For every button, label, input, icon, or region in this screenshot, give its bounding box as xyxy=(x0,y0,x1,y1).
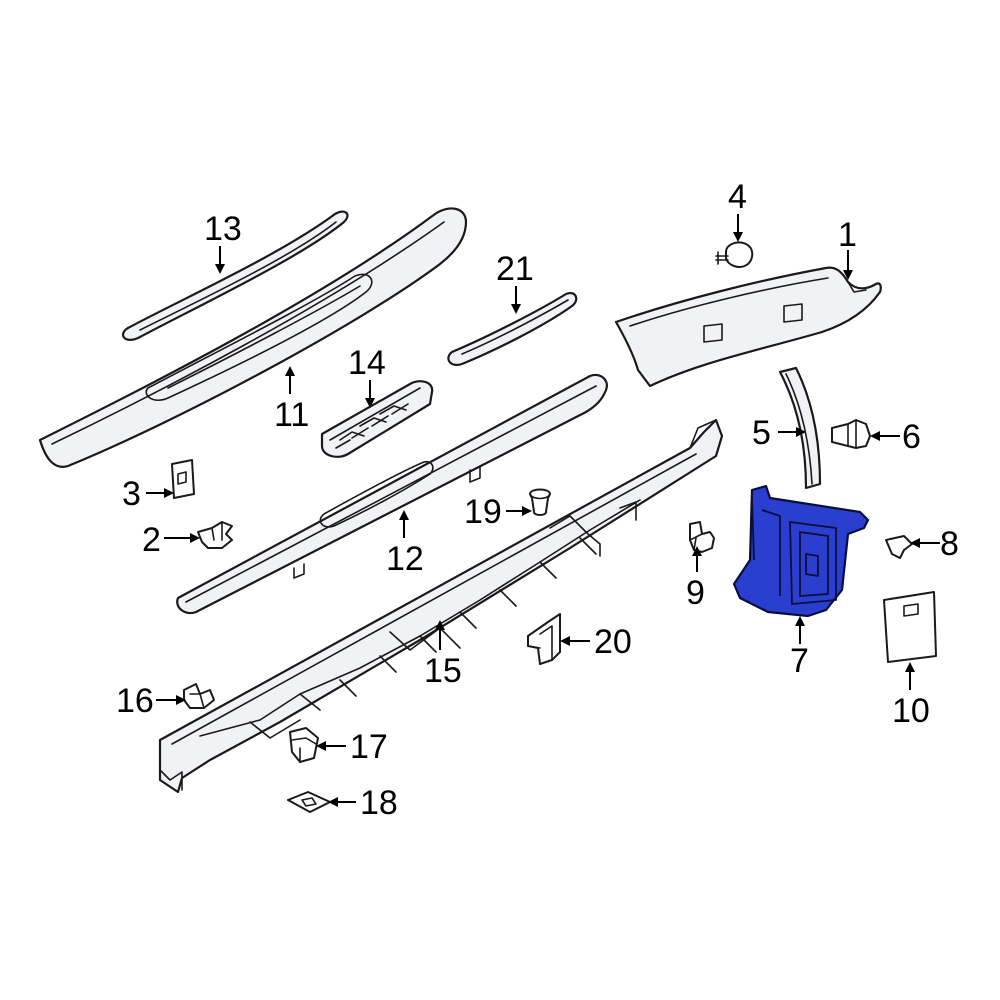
part-13-trim-strip[interactable] xyxy=(121,210,349,341)
callout-5: 5 xyxy=(752,414,771,452)
part-10-cover-plate[interactable] xyxy=(883,591,937,663)
part-2-clip[interactable] xyxy=(197,521,233,549)
callout-12: 12 xyxy=(386,540,424,578)
part-17-clip[interactable] xyxy=(289,727,319,763)
callout-10: 10 xyxy=(892,692,930,730)
part-20-bracket[interactable] xyxy=(527,613,561,665)
part-11-scuff-plate[interactable] xyxy=(38,207,468,468)
part-21-trim-strip[interactable] xyxy=(447,292,578,366)
part-8-clip[interactable] xyxy=(885,535,913,559)
callout-2: 2 xyxy=(142,521,161,559)
callout-21: 21 xyxy=(496,250,534,288)
leader-lines xyxy=(146,214,940,807)
callout-9: 9 xyxy=(686,574,705,612)
callout-11: 11 xyxy=(274,396,309,434)
part-5-trim-strip[interactable] xyxy=(778,366,822,490)
callout-6: 6 xyxy=(902,418,921,456)
callout-15: 15 xyxy=(424,652,462,690)
callout-18: 18 xyxy=(360,784,398,822)
callout-17: 17 xyxy=(350,728,388,766)
part-18-pad[interactable] xyxy=(287,791,331,813)
callout-16: 16 xyxy=(116,682,154,720)
callout-8: 8 xyxy=(940,525,959,563)
callout-labels: 13 11 21 14 4 1 5 6 3 2 19 12 9 8 7 10 2… xyxy=(116,178,959,822)
highlighted-panel[interactable] xyxy=(732,484,870,618)
callout-1: 1 xyxy=(838,216,857,254)
callout-4: 4 xyxy=(728,178,747,216)
part-14-switch-block[interactable] xyxy=(320,380,434,458)
part-19-grommet[interactable] xyxy=(529,488,551,516)
part-16-clip[interactable] xyxy=(183,683,215,709)
callout-19: 19 xyxy=(464,493,502,531)
part-15-rocker-bracket[interactable] xyxy=(158,418,724,794)
callout-20: 20 xyxy=(594,623,632,661)
callout-14: 14 xyxy=(348,344,386,382)
part-7-quarter-trim-panel[interactable] xyxy=(732,484,870,618)
part-1-pillar-trim[interactable] xyxy=(614,266,882,388)
callout-7: 7 xyxy=(790,642,809,680)
part-12-sill-plate[interactable] xyxy=(176,373,608,615)
part-6-push-pin[interactable] xyxy=(831,419,871,449)
callout-13: 13 xyxy=(204,210,242,248)
part-9-clip[interactable] xyxy=(689,521,715,553)
part-4-clip[interactable] xyxy=(715,241,754,268)
callout-3: 3 xyxy=(122,475,141,513)
part-3-pad[interactable] xyxy=(171,459,195,499)
